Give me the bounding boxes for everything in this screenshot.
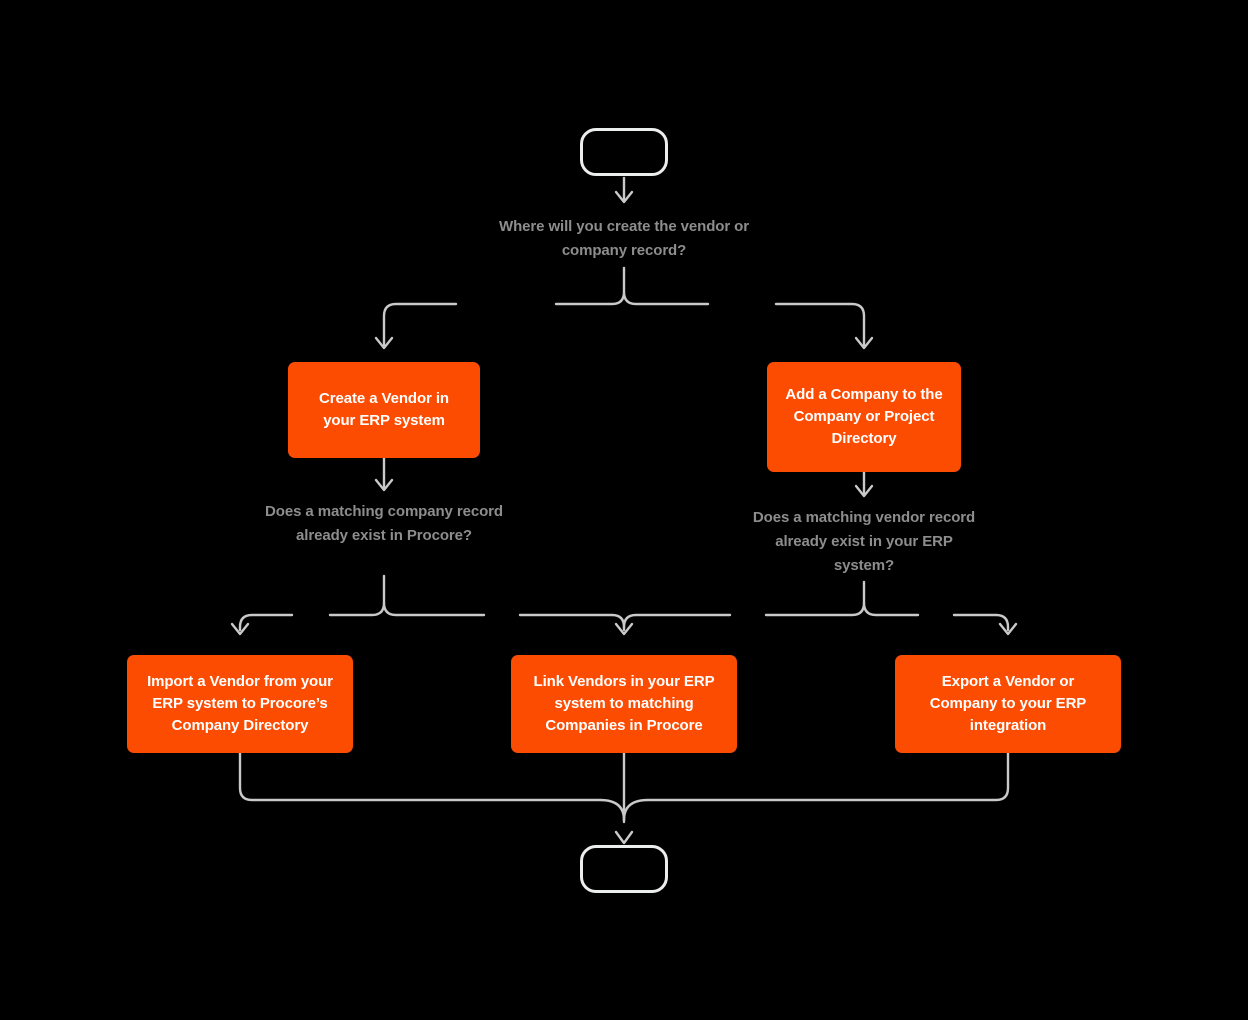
arrowhead-decision2-right <box>854 484 874 498</box>
arrowhead-link-vendors-left <box>614 622 634 636</box>
start-terminal[interactable] <box>580 128 668 176</box>
wire-to-export-vendor <box>952 613 1010 632</box>
process-import-vendor-to-procore[interactable]: Import a Vendor from your ERP system to … <box>127 655 353 753</box>
arrowhead-add-company <box>854 336 874 350</box>
decision-matching-vendor-in-erp: Does a matching vendor record already ex… <box>752 509 976 574</box>
wire-decision2left-to-link <box>518 613 626 632</box>
process-add-company-directory[interactable]: Add a Company to the Company or Project … <box>767 362 961 472</box>
arrowhead-to-decision1 <box>614 190 634 204</box>
wire-decision1-right-branch <box>774 302 866 348</box>
process-create-vendor-erp[interactable]: Create a Vendor in your ERP system <box>288 362 480 458</box>
process-link-vendors-to-companies[interactable]: Link Vendors in your ERP system to match… <box>511 655 737 753</box>
wire-decision1-split <box>554 290 710 306</box>
decision-where-create-record: Where will you create the vendor or comp… <box>499 218 749 259</box>
wire-decision2right-split <box>764 601 920 617</box>
wire-to-import-vendor <box>238 613 294 632</box>
wire-decision1-left-branch <box>382 302 458 348</box>
arrowhead-decision2-left <box>374 478 394 492</box>
arrowhead-import-vendor <box>230 622 250 636</box>
end-terminal[interactable] <box>580 845 668 893</box>
decision-matching-company-in-procore: Does a matching company record already e… <box>265 503 503 544</box>
arrowhead-to-end <box>614 830 634 845</box>
wire-decision2right-to-link <box>622 613 732 629</box>
process-export-vendor-to-erp[interactable]: Export a Vendor or Company to your ERP i… <box>895 655 1121 753</box>
arrowhead-create-vendor <box>374 336 394 350</box>
arrowhead-export-vendor <box>998 622 1018 636</box>
wire-export-to-end <box>622 751 1010 822</box>
wire-decision2left-split <box>328 601 486 617</box>
wire-import-to-end <box>238 751 626 822</box>
